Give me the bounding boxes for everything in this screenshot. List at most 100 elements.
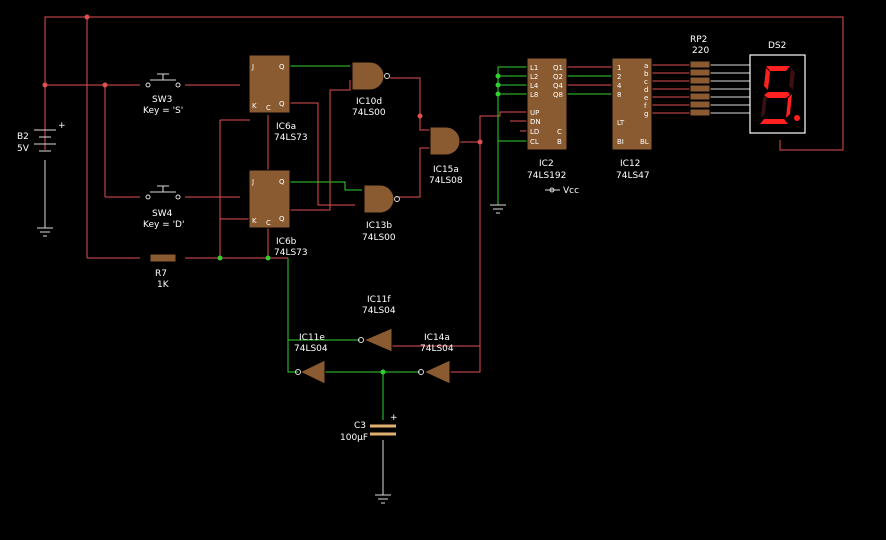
ic12-type: 74LS47 xyxy=(616,171,650,181)
flipflop-ic6a[interactable]: J K Q Q C IC6a 74LS73 xyxy=(248,54,308,143)
ds2-name: DS2 xyxy=(768,41,786,51)
decoder-ic12[interactable]: 1 2 4 8 LT BI a b c d e f g BL IC12 74LS… xyxy=(611,57,653,181)
segment-b xyxy=(789,68,795,90)
ic10d-name: IC10d xyxy=(356,97,382,107)
segment-f xyxy=(764,68,770,90)
ic2-name: IC2 xyxy=(539,159,554,169)
nand-gate-ic13b[interactable]: IC13b 74LS00 xyxy=(362,184,400,243)
ic6b-pin-c: C xyxy=(266,219,271,227)
inverter-ic11f[interactable]: IC11f 74LS04 xyxy=(358,295,396,353)
segment-e xyxy=(761,94,767,118)
ic2-pin-b: B xyxy=(557,138,562,146)
sw4-key: Key = 'D' xyxy=(143,220,184,230)
r7-value: 1K xyxy=(157,280,170,290)
ic10d-type: 74LS00 xyxy=(352,108,386,118)
ic2-pin-l2: L2 xyxy=(530,73,538,81)
ic2-pin-ld: LD xyxy=(530,128,539,136)
ic2-pin-q4: Q4 xyxy=(553,82,564,90)
ic12-pin-d: d xyxy=(644,86,648,94)
ic11e-name: IC11e xyxy=(299,333,325,343)
ground-icon xyxy=(375,494,391,504)
segment-g xyxy=(764,92,790,98)
ic6a-pin-q: Q xyxy=(279,63,285,71)
ic6a-pin-qn: Q xyxy=(279,100,285,108)
battery-b2[interactable]: + B2 5V xyxy=(17,121,66,154)
ic2-type: 74LS192 xyxy=(527,171,566,181)
ic6a-pin-j: J xyxy=(251,63,254,71)
sw3-name: SW3 xyxy=(152,95,172,105)
rp2-name: RP2 xyxy=(690,35,707,45)
ic12-pin-bl: BL xyxy=(640,138,649,146)
ic12-pin-e: e xyxy=(644,94,648,102)
ic13b-type: 74LS00 xyxy=(362,233,396,243)
b2-name: B2 xyxy=(17,132,29,142)
ic2-pin-cl: CL xyxy=(530,138,539,146)
ic12-pin-lt: LT xyxy=(617,119,625,127)
ic12-pin-g: g xyxy=(644,110,648,118)
ic12-pin-f: f xyxy=(644,102,647,110)
ic14a-type: 74LS04 xyxy=(420,344,454,354)
ic6a-pin-k: K xyxy=(252,102,257,110)
c3-value: 100µF xyxy=(340,433,368,443)
vcc-label: Vcc xyxy=(563,186,579,196)
ground-icon xyxy=(490,204,506,214)
ic6a-name: IC6a xyxy=(276,122,296,132)
ic12-pin-bi: BI xyxy=(617,138,624,146)
segment-dp xyxy=(794,115,800,121)
nand-gate-ic10d[interactable]: IC10d 74LS00 xyxy=(351,61,390,118)
b2-plus: + xyxy=(58,121,66,131)
ic12-name: IC12 xyxy=(620,159,640,169)
ic2-pin-q1: Q1 xyxy=(553,64,563,72)
ic12-pin-8: 8 xyxy=(617,91,621,99)
resistor-pack-rp2[interactable]: RP2 220 xyxy=(689,35,711,117)
ic6b-type: 74LS73 xyxy=(274,248,308,258)
segment-a xyxy=(766,66,790,71)
ground-icon xyxy=(37,227,53,237)
and-gate-ic15a[interactable]: IC15a 74LS08 xyxy=(429,126,463,186)
switch-sw3[interactable]: SW3 Key = 'S' xyxy=(143,73,183,116)
resistor-r7[interactable]: R7 1K xyxy=(149,253,177,290)
ic15a-name: IC15a xyxy=(433,165,459,175)
sw4-name: SW4 xyxy=(152,209,173,219)
ic12-pin-c: c xyxy=(644,78,648,86)
ic6b-pin-qn: Q xyxy=(279,215,285,223)
ic14a-name: IC14a xyxy=(424,333,450,343)
ic2-pin-l1: L1 xyxy=(530,64,538,72)
capacitor-c3[interactable]: + C3 100µF xyxy=(340,413,398,443)
junctions xyxy=(42,14,501,375)
r7-name: R7 xyxy=(155,269,167,279)
ic12-pin-1: 1 xyxy=(617,64,621,72)
ic2-pin-up: UP xyxy=(530,109,539,117)
ic12-pin-4: 4 xyxy=(617,82,622,90)
ic15a-type: 74LS08 xyxy=(429,176,463,186)
rp2-value: 220 xyxy=(692,46,709,56)
ic11e-type: 74LS04 xyxy=(294,344,328,354)
ic2-pin-q2: Q2 xyxy=(553,73,563,81)
switch-sw4[interactable]: SW4 Key = 'D' xyxy=(143,185,184,230)
ic11f-name: IC11f xyxy=(367,295,391,305)
ic6b-pin-j: J xyxy=(251,178,254,186)
ic11f-type: 74LS04 xyxy=(362,306,396,316)
inverter-ic11e[interactable]: IC11e 74LS04 xyxy=(294,333,328,385)
flipflop-ic6b[interactable]: J K Q Q C IC6b 74LS73 xyxy=(248,169,308,258)
ic6b-pin-k: K xyxy=(252,217,257,225)
c3-name: C3 xyxy=(354,421,366,431)
ic12-pin-b: b xyxy=(644,70,649,78)
ic2-pin-l8: L8 xyxy=(530,91,538,99)
sw3-key: Key = 'S' xyxy=(143,106,183,116)
ic6a-pin-c: C xyxy=(266,104,271,112)
ic6b-name: IC6b xyxy=(276,237,297,247)
counter-ic2[interactable]: L1 L2 L4 L8 UP DN LD CL Q1 Q2 Q4 Q8 C B … xyxy=(526,57,579,196)
ic12-pin-a: a xyxy=(644,62,648,70)
ic12-pin-2: 2 xyxy=(617,73,621,81)
ic2-pin-c: C xyxy=(557,128,562,136)
segment-c xyxy=(786,94,792,118)
ic2-pin-dn: DN xyxy=(530,118,541,126)
segment-d xyxy=(760,119,788,124)
seven-segment-display-ds2[interactable]: DS2 xyxy=(749,41,806,134)
inverter-ic14a[interactable]: IC14a 74LS04 xyxy=(418,333,454,385)
ic13b-name: IC13b xyxy=(366,221,392,231)
ic6a-type: 74LS73 xyxy=(274,133,308,143)
